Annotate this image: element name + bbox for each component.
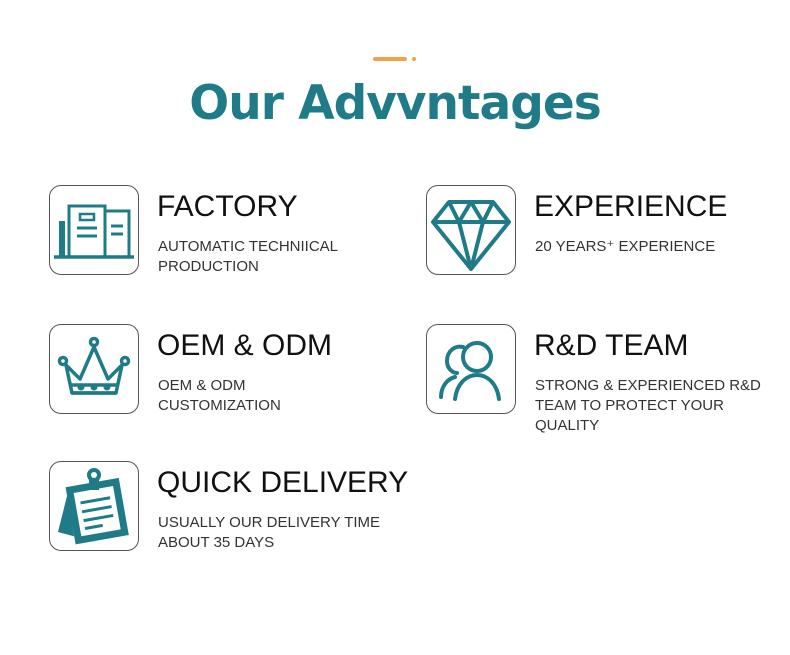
clipboard-delivery-icon <box>58 468 129 546</box>
feature-description: 20 YEARS⁺ EXPERIENCE <box>535 237 775 257</box>
feature-title: EXPERIENCE <box>534 190 728 223</box>
team-people-icon <box>439 341 501 401</box>
section-title: Our Advvntages <box>189 76 601 131</box>
accent-bar <box>373 57 407 61</box>
feature-description-line: OEM & ODM <box>158 377 246 394</box>
feature-description-line: TEAM TO PROTECT YOUR <box>535 397 724 414</box>
accent-dot <box>412 57 416 61</box>
feature-description-line: CUSTOMIZATION <box>158 397 281 414</box>
experience-icon-box <box>426 185 516 275</box>
feature-description: USUALLY OUR DELIVERY TIME ABOUT 35 DAYS <box>158 513 398 553</box>
delivery-icon-box <box>49 461 139 551</box>
oem-icon-box <box>49 324 139 414</box>
feature-description-line: STRONG & EXPERIENCED R&D <box>535 377 761 394</box>
feature-description-line: 20 YEARS⁺ EXPERIENCE <box>535 238 716 255</box>
feature-title: R&D TEAM <box>534 329 689 362</box>
feature-description-line: PRODUCTION <box>158 258 259 275</box>
feature-title: OEM & ODM <box>157 329 333 362</box>
feature-description-line: ABOUT 35 DAYS <box>158 534 275 551</box>
feature-title: FACTORY <box>157 190 298 223</box>
factory-icon-box <box>49 185 139 275</box>
feature-description: OEM & ODM CUSTOMIZATION <box>158 376 398 416</box>
feature-description-line: AUTOMATIC TECHNIICAL <box>158 238 339 255</box>
crown-icon <box>57 336 131 395</box>
feature-description-line: USUALLY OUR DELIVERY TIME <box>158 514 381 531</box>
feature-description-line: QUALITY <box>535 417 600 434</box>
feature-description: STRONG & EXPERIENCED R&D TEAM TO PROTECT… <box>535 376 775 436</box>
feature-description: AUTOMATIC TECHNIICAL PRODUCTION <box>158 237 398 277</box>
diamond-icon <box>431 200 511 271</box>
feature-title: QUICK DELIVERY <box>157 466 409 499</box>
factory-building-icon <box>54 204 134 259</box>
team-icon-box <box>426 324 516 414</box>
